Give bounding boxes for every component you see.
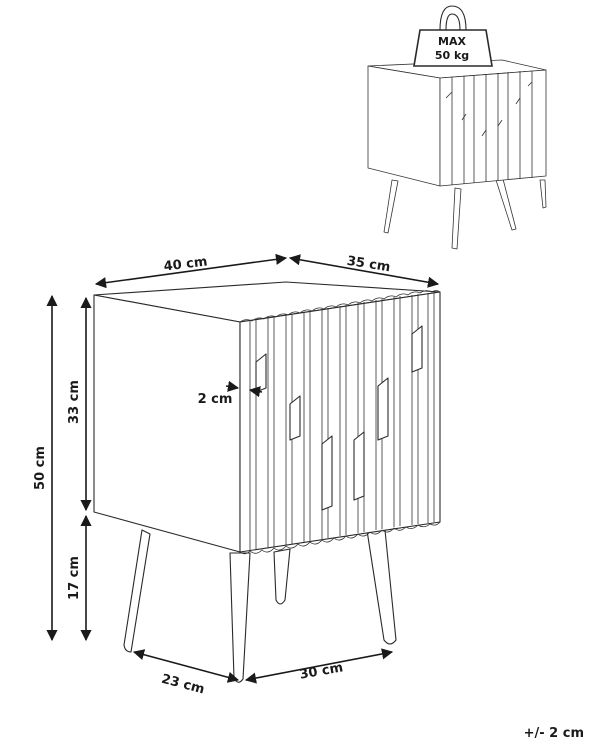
- width-label: 40 cm: [163, 254, 208, 274]
- leg-width-dimension-line: [244, 648, 394, 684]
- depth-label: 35 cm: [346, 254, 392, 276]
- groove-pointer-right: [248, 386, 263, 398]
- front-accents: [255, 325, 423, 511]
- total-height-label: 50 cm: [33, 446, 48, 490]
- nightstand-illustration: [93, 281, 441, 683]
- small-nightstand-illustration: MAX 50 kg: [367, 5, 547, 250]
- leg-width-label: 30 cm: [298, 660, 344, 682]
- leg-depth-dimension-line: [132, 649, 240, 683]
- dimension-lines: [46, 253, 440, 684]
- weight-icon: MAX 50 kg: [413, 5, 493, 67]
- groove-pointer-left: [225, 380, 240, 392]
- leg-depth-label: 23 cm: [160, 672, 206, 698]
- width-dimension-line: [94, 253, 288, 289]
- cabinet-body: [93, 281, 441, 555]
- tolerance-note: +/- 2 cm: [524, 726, 584, 741]
- max-load-value: 50 kg: [435, 49, 469, 62]
- small-legs: [383, 178, 547, 250]
- small-cabinet-body: [367, 59, 547, 187]
- body-height-label: 33 cm: [67, 380, 82, 424]
- groove-depth-label: 2 cm: [198, 392, 233, 407]
- depth-dimension-line: [288, 254, 440, 288]
- cabinet-side: [93, 294, 241, 553]
- max-load-label: MAX: [438, 35, 466, 48]
- leg-height-label: 17 cm: [67, 556, 82, 600]
